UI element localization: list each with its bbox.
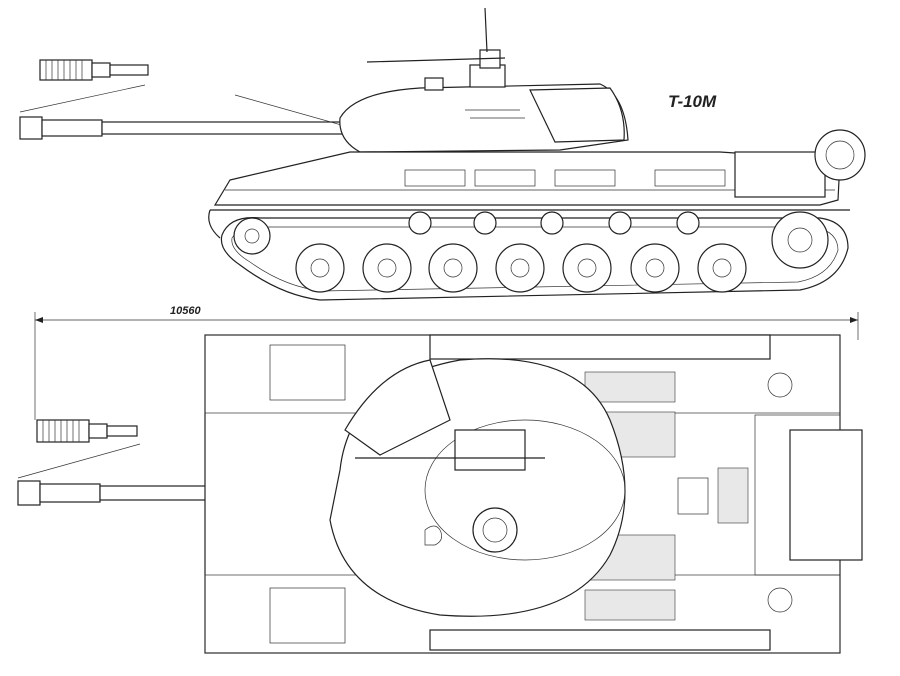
- top-muzzle-brake: [17, 419, 141, 479]
- dimension-label: 10560: [170, 305, 201, 317]
- muzzle-brake-icon: [19, 59, 149, 113]
- tank-side-view-icon: [19, 7, 866, 301]
- dimension-line: [34, 312, 859, 420]
- tank-top-view-icon: [17, 334, 863, 654]
- drawing-title: T-10M: [668, 92, 717, 111]
